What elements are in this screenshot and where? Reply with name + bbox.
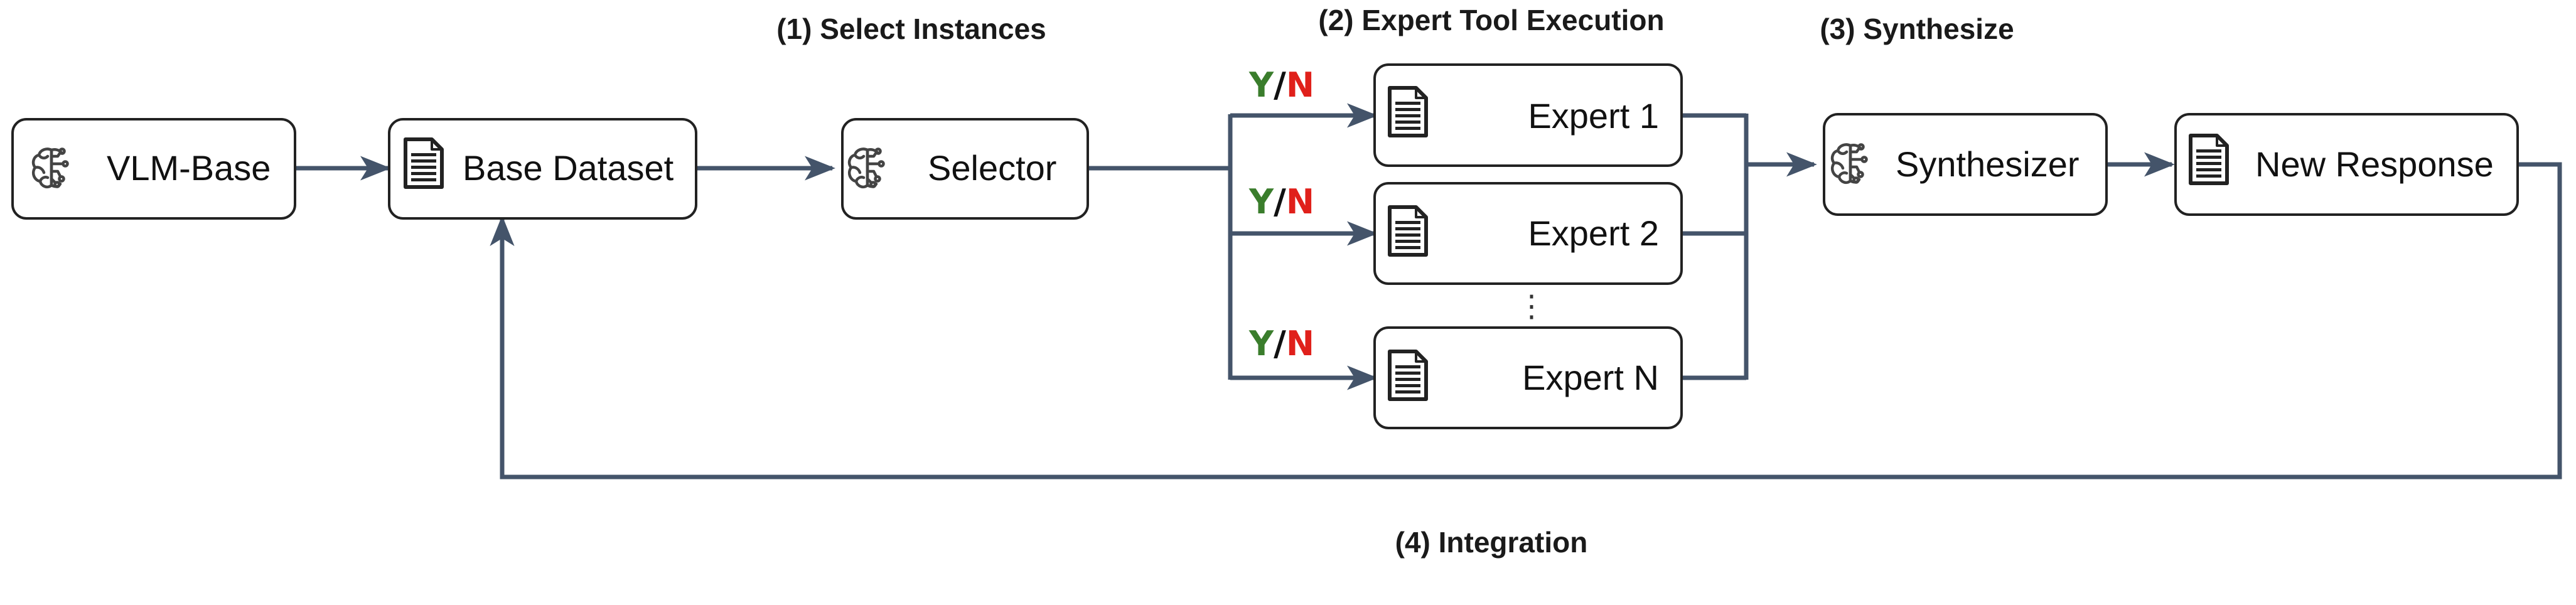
decision-label-expert-2: Y/N: [1248, 182, 1314, 222]
decision-slash: /: [1274, 324, 1286, 363]
stage-title-integration: (4) Integration: [1395, 526, 1588, 559]
node-label: Expert 2: [1528, 213, 1659, 253]
decision-label-expert-n: Y/N: [1248, 324, 1314, 363]
node-synthesizer: Synthesizer: [1823, 113, 2108, 216]
stage-title-select: (1) Select Instances: [776, 13, 1046, 45]
decision-no: N: [1286, 182, 1314, 222]
stage-title-expert: (2) Expert Tool Execution: [1318, 4, 1664, 36]
node-new-response: New Response: [2174, 113, 2519, 216]
edge-integration-loop: [490, 162, 2562, 479]
decision-yes: Y: [1248, 65, 1274, 105]
decision-yes: Y: [1248, 182, 1274, 222]
stage-title-synthesize: (3) Synthesize: [1820, 13, 2014, 45]
decision-no: N: [1286, 324, 1314, 363]
node-vlm-base: VLM-Base: [11, 118, 296, 220]
node-selector: Selector: [841, 118, 1089, 220]
svg-text:Y/N: Y/N: [1248, 65, 1314, 105]
svg-text:Y/N: Y/N: [1248, 324, 1314, 363]
node-label: VLM-Base: [107, 148, 271, 188]
decision-label-expert-1: Y/N: [1248, 65, 1314, 105]
node-label: Synthesizer: [1896, 144, 2080, 184]
node-label: Base Dataset: [463, 148, 674, 188]
edges: [295, 103, 2562, 479]
decision-yes: Y: [1248, 324, 1274, 363]
svg-text:Y/N: Y/N: [1248, 182, 1314, 222]
node-label: Selector: [928, 148, 1056, 188]
node-base-dataset: Base Dataset: [388, 118, 697, 220]
node-label: Expert 1: [1528, 96, 1659, 136]
decision-slash: /: [1274, 182, 1286, 222]
decision-slash: /: [1274, 65, 1286, 105]
node-label: Expert N: [1522, 358, 1659, 397]
node-expert-n: Expert N: [1373, 326, 1683, 429]
node-expert-1: Expert 1: [1373, 63, 1683, 167]
node-expert-2: Expert 2: [1373, 182, 1683, 285]
node-label: New Response: [2255, 144, 2494, 184]
expert-ellipsis: ⋮: [1516, 289, 1547, 324]
decision-no: N: [1286, 65, 1314, 105]
